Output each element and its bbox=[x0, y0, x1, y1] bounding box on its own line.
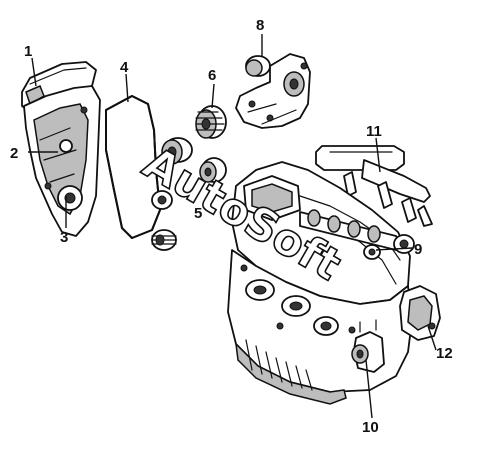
cam-sprocket-icon bbox=[195, 105, 227, 139]
engine-mount-icon bbox=[399, 285, 441, 341]
tensioner-roller-icon bbox=[161, 137, 193, 165]
callout-1: 1 bbox=[24, 43, 32, 60]
callout-5: 5 bbox=[194, 205, 202, 222]
water-pump-pulley-icon bbox=[199, 157, 227, 183]
callout-10: 10 bbox=[362, 419, 379, 436]
callout-11: 11 bbox=[366, 123, 382, 140]
callout-4: 4 bbox=[120, 59, 129, 76]
timing-belt-icon bbox=[105, 95, 161, 239]
callout-12: 12 bbox=[436, 345, 453, 362]
callout-9: 9 bbox=[414, 241, 422, 258]
timing-cover-icon bbox=[21, 61, 101, 237]
crank-sprocket-icon bbox=[151, 229, 177, 251]
callout-3: 3 bbox=[60, 229, 68, 246]
oil-pump-icon bbox=[235, 53, 311, 129]
camshaft-icon bbox=[299, 209, 415, 260]
callout-8: 8 bbox=[256, 17, 264, 34]
oil-filter-icon bbox=[351, 319, 385, 373]
fuel-rail-icon bbox=[315, 145, 433, 227]
callout-2: 2 bbox=[10, 145, 18, 162]
callout-6: 6 bbox=[208, 67, 216, 84]
idler-pulley-icon bbox=[151, 190, 173, 210]
